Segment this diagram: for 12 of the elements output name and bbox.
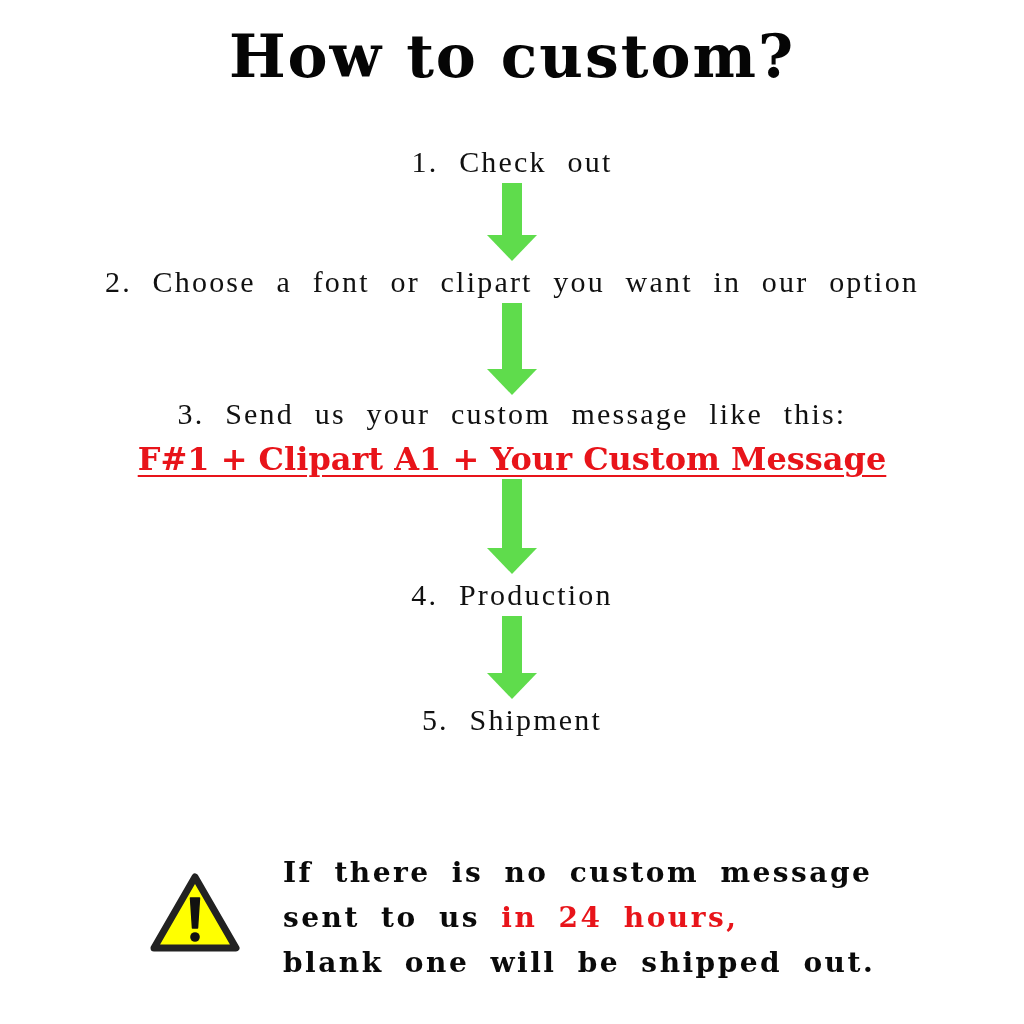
step-text: 5. Shipment	[421, 699, 603, 741]
title: How to custom?	[228, 22, 796, 91]
example-text: F#1 + Clipart A1 + Your Custom Message	[137, 439, 887, 479]
down-arrow	[487, 303, 537, 395]
down-arrow	[487, 479, 537, 574]
step-text: 4. Production	[411, 574, 613, 616]
step-text: 3. Send us your custom message like this:	[176, 396, 848, 432]
down-arrow	[487, 183, 537, 261]
step-text: 2. Choose a font or clipart you want in our option	[104, 261, 920, 303]
down-arrow	[487, 616, 537, 699]
step-text: 1. Check out	[411, 141, 613, 183]
warning-note: If there is no custom message sent to us in 24 hours, blank one will be shipped out.	[283, 855, 877, 981]
